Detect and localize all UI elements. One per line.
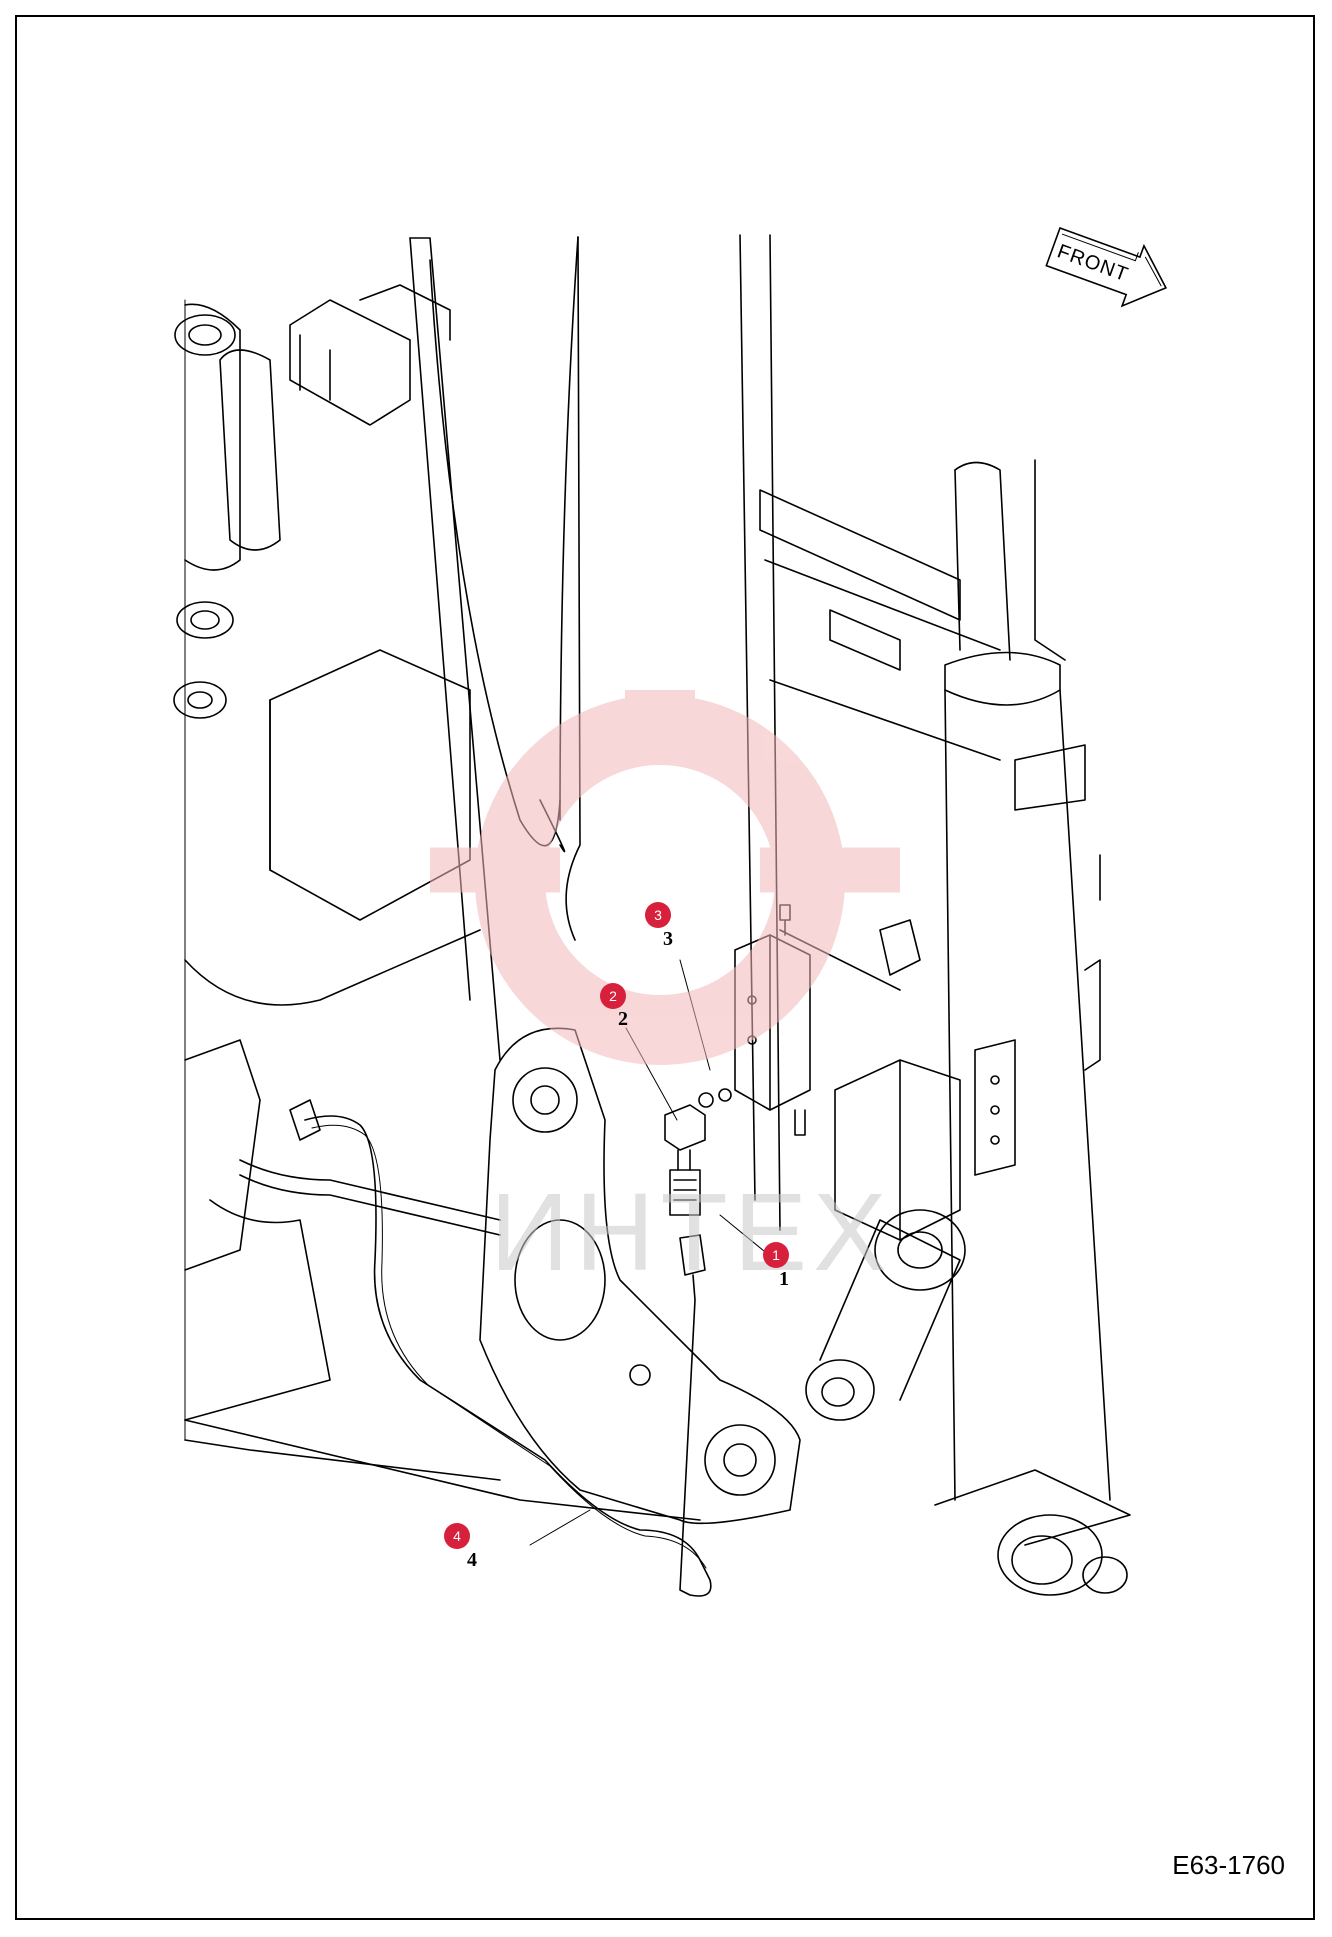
callout-marker-2[interactable]: 2 [600, 983, 626, 1009]
part-number-3: 3 [663, 928, 673, 950]
callout-label: 3 [654, 907, 662, 923]
callout-label: 1 [772, 1247, 780, 1263]
part-number-1: 1 [779, 1268, 789, 1290]
callout-marker-1[interactable]: 1 [763, 1242, 789, 1268]
part-number-4: 4 [467, 1549, 477, 1571]
page-frame [15, 15, 1315, 1920]
part-number-2: 2 [618, 1008, 628, 1030]
document-code: E63-1760 [1172, 1850, 1285, 1880]
callout-label: 4 [453, 1528, 461, 1544]
callout-marker-3[interactable]: 3 [645, 902, 671, 928]
callout-label: 2 [609, 988, 617, 1004]
watermark-text: ИНТЕХ [490, 1171, 892, 1294]
watermark-gear-icon [430, 690, 900, 1065]
front-arrow-icon: FRONT [1045, 226, 1168, 308]
callout-marker-4[interactable]: 4 [444, 1523, 470, 1549]
